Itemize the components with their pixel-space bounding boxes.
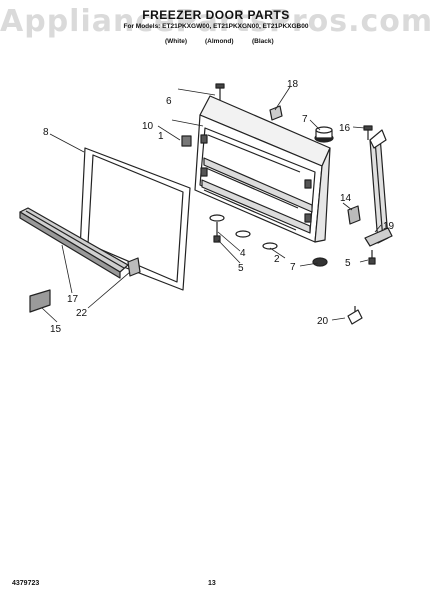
color-almond: (Almond) [205, 38, 234, 45]
callout-22: 22 [76, 308, 88, 319]
callout-16: 16 [339, 123, 351, 134]
callout-14: 14 [340, 193, 352, 204]
color-black: (Black) [252, 38, 274, 45]
color-white: (White) [165, 38, 188, 45]
callout-labels: 1 2 4 5 5 6 7 7 8 10 14 15 16 17 18 19 2… [43, 79, 395, 335]
callout-18: 18 [287, 79, 299, 90]
page-number: 13 [208, 580, 216, 587]
model-numbers: For Models: ET21PKXGW00, ET21PKXGN00, ET… [123, 23, 309, 30]
callout-7-bottom: 7 [290, 262, 296, 273]
callout-1: 1 [158, 131, 164, 142]
hinge-bushing-top [314, 126, 334, 143]
hinge-cover-part [347, 306, 363, 325]
hinge-screw-16 [363, 125, 373, 140]
door-liner-part [194, 95, 331, 243]
document-number: 4379723 [12, 580, 40, 587]
header: FREEZER DOOR PARTS For Models: ET21PKXGW… [0, 8, 432, 31]
callout-8: 8 [43, 127, 49, 138]
callout-15: 15 [50, 324, 62, 335]
callout-6: 6 [166, 96, 172, 107]
callout-17: 17 [67, 294, 79, 305]
bumper-part [181, 135, 192, 147]
callout-5-right: 5 [345, 258, 351, 269]
hinge-part [364, 129, 393, 247]
page-title: FREEZER DOOR PARTS [142, 8, 290, 22]
bracket-part [347, 205, 361, 225]
callout-20: 20 [317, 316, 329, 327]
callout-10: 10 [142, 121, 154, 132]
callout-5-left: 5 [238, 263, 244, 274]
callout-7-top: 7 [302, 114, 308, 125]
door-gasket-part [79, 147, 191, 291]
trim-piece-part [29, 289, 51, 313]
end-cap-part [127, 257, 141, 277]
hinge-screw-bottom [368, 250, 376, 265]
callout-4: 4 [240, 248, 246, 259]
bottom-hardware [209, 214, 328, 267]
screw-part-6 [215, 83, 225, 100]
callout-2: 2 [274, 254, 280, 265]
callout-19: 19 [383, 221, 395, 232]
leader-lines [41, 86, 382, 323]
handle-strip-part [19, 207, 129, 279]
